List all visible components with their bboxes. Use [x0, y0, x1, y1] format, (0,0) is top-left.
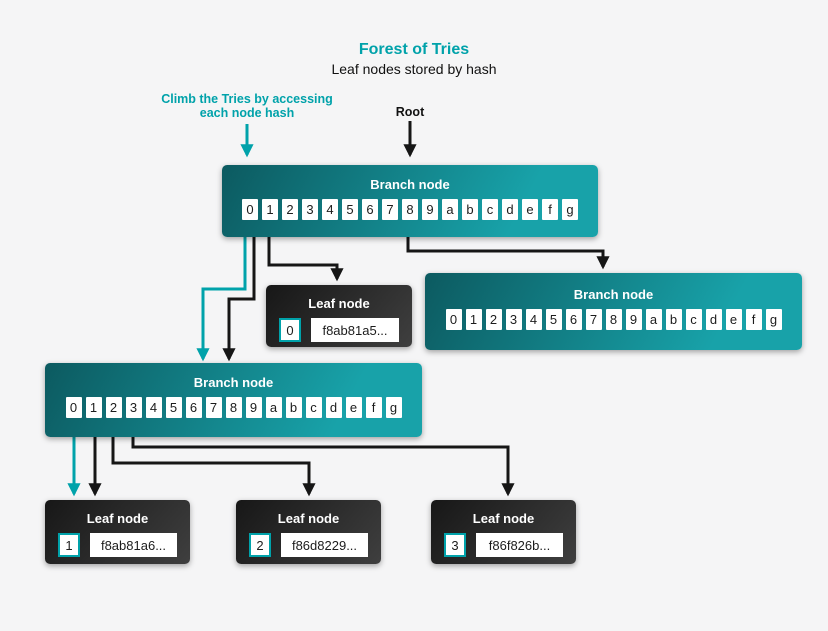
branch-cell: c [482, 199, 498, 220]
branch-cell: 7 [382, 199, 398, 220]
leaf-hash: f86d8229... [281, 533, 368, 557]
branch-cell: 3 [505, 309, 522, 330]
branch-cell: g [765, 309, 782, 330]
leaf-node-title: Leaf node [277, 511, 340, 526]
connector-left-cell3-to-leaf3 [131, 437, 515, 497]
branch-cell: c [685, 309, 702, 330]
branch-cell: 2 [105, 397, 122, 418]
branch-cell: 5 [165, 397, 182, 418]
leaf-node-title: Leaf node [472, 511, 535, 526]
branch-cell: g [385, 397, 402, 418]
branch-cell: e [725, 309, 742, 330]
branch-cell: 7 [205, 397, 222, 418]
branch-cell: b [665, 309, 682, 330]
branch-node-title: Branch node [193, 375, 274, 390]
branch-cell: 5 [545, 309, 562, 330]
leaf-node-0: Leaf node 0 f8ab81a5... [266, 285, 412, 347]
leaf-index: 1 [58, 533, 80, 557]
branch-cell: e [522, 199, 538, 220]
branch-cell: 6 [565, 309, 582, 330]
branch-node-title: Branch node [370, 177, 450, 192]
branch-cell: 3 [302, 199, 318, 220]
connector-top-cell8-to-branch-right [406, 237, 610, 270]
branch-cell: d [325, 397, 342, 418]
leaf-index: 2 [249, 533, 271, 557]
branch-cell: a [645, 309, 662, 330]
branch-cell: 8 [225, 397, 242, 418]
leaf-hash: f86f826b... [476, 533, 563, 557]
annotation-climb: Climb the Tries by accessing each node h… [161, 92, 333, 120]
branch-cell: g [562, 199, 578, 220]
branch-cell: d [502, 199, 518, 220]
branch-cell: b [285, 397, 302, 418]
leaf-node-title: Leaf node [86, 511, 149, 526]
branch-cell: 9 [422, 199, 438, 220]
branch-cell: 2 [485, 309, 502, 330]
leaf-row: 2 f86d8229... [236, 533, 381, 557]
leaf-row: 3 f86f826b... [431, 533, 576, 557]
branch-cell: 6 [362, 199, 378, 220]
diagram-subtitle: Leaf nodes stored by hash [331, 61, 497, 77]
diagram-title: Forest of Tries [358, 41, 470, 58]
branch-cell: 1 [262, 199, 278, 220]
branch-cell: 8 [605, 309, 622, 330]
branch-cell: 5 [342, 199, 358, 220]
branch-cell: 1 [465, 309, 482, 330]
leaf-node-2: Leaf node 2 f86d8229... [236, 500, 381, 564]
branch-cell: e [345, 397, 362, 418]
branch-cell: f [365, 397, 382, 418]
branch-cell: 1 [85, 397, 102, 418]
branch-cell: a [442, 199, 458, 220]
branch-cell: 0 [445, 309, 462, 330]
leaf-row: 0 f8ab81a5... [266, 318, 412, 342]
connector-top-cell1-to-leaf0 [267, 237, 344, 282]
branch-cell: 9 [245, 397, 262, 418]
leaf-index: 3 [444, 533, 466, 557]
branch-cell: b [462, 199, 478, 220]
branch-cell: 4 [145, 397, 162, 418]
branch-cell: 4 [525, 309, 542, 330]
leaf-node-title: Leaf node [308, 296, 370, 311]
leaf-node-3: Leaf node 3 f86f826b... [431, 500, 576, 564]
branch-cell: 2 [282, 199, 298, 220]
connector-top-cell0-black-to-branch-left [222, 237, 256, 362]
branch-cell: 9 [625, 309, 642, 330]
branch-cell: f [542, 199, 558, 220]
branch-cell: 8 [402, 199, 418, 220]
branch-cell: f [745, 309, 762, 330]
leaf-node-1: Leaf node 1 f8ab81a6... [45, 500, 190, 564]
branch-cell: c [305, 397, 322, 418]
branch-cell: 3 [125, 397, 142, 418]
annotation-root: Root [395, 105, 425, 119]
branch-cell: 0 [65, 397, 82, 418]
branch-cell: 0 [242, 199, 258, 220]
branch-cell: a [265, 397, 282, 418]
branch-cell: 6 [185, 397, 202, 418]
branch-node-title: Branch node [573, 287, 654, 302]
branch-cell: d [705, 309, 722, 330]
connector-left-cell2-to-leaf2 [111, 437, 316, 497]
leaf-hash: f8ab81a6... [90, 533, 177, 557]
branch-cell: 4 [322, 199, 338, 220]
connector-top-cell0-teal-to-branch-left [196, 237, 247, 362]
branch-cell: 7 [585, 309, 602, 330]
leaf-row: 1 f8ab81a6... [45, 533, 190, 557]
leaf-hash: f8ab81a5... [311, 318, 399, 342]
leaf-index: 0 [279, 318, 301, 342]
